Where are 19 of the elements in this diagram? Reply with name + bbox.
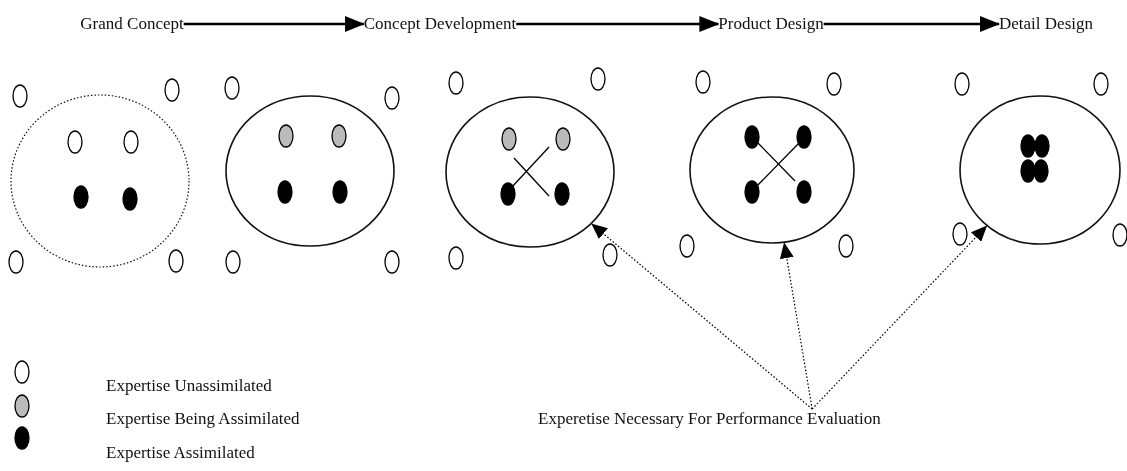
legend-label: Expertise Assimilated [106, 443, 255, 463]
legend-label: Expertise Unassimilated [106, 376, 272, 396]
arrow [183, 16, 365, 32]
dotted-arrow [779, 242, 813, 410]
stage-circle [10, 94, 190, 268]
dotted-arrow [591, 223, 813, 410]
arrow [823, 16, 1000, 32]
note-label: Experetise Necessary For Performance Evaluation [538, 409, 881, 429]
stage-circle [959, 95, 1121, 245]
legend-label: Expertise Being Assimilated [106, 409, 300, 429]
stage-circle [225, 95, 395, 247]
stage-label: Concept Development [363, 14, 517, 34]
stage-circle [445, 96, 615, 248]
stage-label: Product Design [718, 14, 824, 34]
stage-circle [689, 96, 855, 244]
stage-label: Detail Design [999, 14, 1093, 34]
arrow [516, 16, 720, 32]
stage-label: Grand Concept [80, 14, 184, 34]
dotted-arrow [811, 225, 988, 410]
